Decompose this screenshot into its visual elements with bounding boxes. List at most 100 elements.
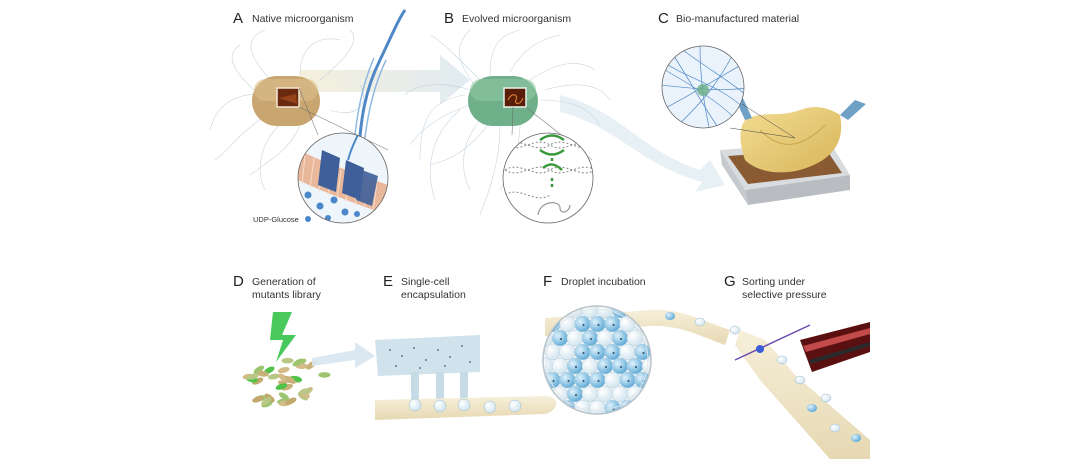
mutant-cell [285, 397, 297, 405]
incubation-droplet [611, 306, 629, 319]
incubation-droplet [626, 357, 644, 375]
cell-suspension-reservoir [375, 335, 480, 404]
incubation-droplet [649, 343, 651, 361]
panel-e-title-line2: encapsulation [401, 289, 466, 301]
arrow-a-to-b [300, 55, 470, 105]
incubation-droplet [574, 315, 591, 333]
incubation-droplet [634, 371, 651, 389]
fiber-network-zoom [662, 46, 744, 128]
incubation-droplet [611, 329, 629, 347]
mutant-cell [318, 372, 331, 378]
incubation-droplet [574, 371, 591, 389]
encapsulated-cell [560, 338, 562, 340]
mutant-cell [256, 370, 269, 377]
incubation-droplet [641, 329, 651, 347]
mutant-cell [252, 377, 264, 385]
incubation-droplet [559, 343, 576, 361]
incubation-droplet [641, 385, 651, 403]
mutant-cell [278, 392, 290, 401]
panel-f: F Droplet incubation [542, 273, 741, 415]
incubation-droplet [619, 343, 636, 361]
incubation-droplet [604, 315, 621, 333]
panel-e-title-line1: Single-cell [401, 276, 449, 288]
mutation-highlight [539, 134, 565, 190]
incubation-droplet [566, 385, 584, 403]
mutant-cell [261, 396, 272, 406]
incubation-droplet [649, 399, 651, 414]
encapsulated-cell [627, 408, 630, 410]
encapsulated-cell [560, 310, 562, 312]
mutant-cell [253, 365, 265, 374]
panel-d: D Generation of mutants library [233, 273, 331, 408]
incubation-droplet [649, 371, 651, 389]
incubation-droplet [604, 371, 621, 389]
mutant-cell [252, 395, 264, 403]
sorting-electrode [800, 322, 870, 372]
mutant-cell [277, 367, 290, 374]
mutant-cell [284, 375, 296, 384]
panel-b-letter: B [444, 10, 454, 27]
incubation-droplet [566, 329, 584, 347]
encapsulated-cell [575, 394, 577, 396]
cellulose-pellicle [740, 107, 842, 173]
incubation-droplet [559, 371, 576, 389]
incubation-droplet [551, 357, 569, 375]
incubation-droplet [604, 343, 621, 361]
udp-glucose-label: UDP-Glucose [253, 215, 299, 224]
panel-e-letter: E [383, 273, 393, 290]
encapsulating-droplets [408, 398, 522, 414]
incubation-droplet [626, 329, 644, 347]
sorted-droplets [776, 355, 861, 442]
panel-g-title-line1: Sorting under [742, 276, 806, 288]
panel-a: A Native microorganism [209, 9, 407, 224]
panel-g-title-line2: selective pressure [742, 289, 827, 301]
encapsulated-cell [582, 380, 585, 382]
encapsulated-cell [597, 352, 600, 354]
mutant-cell [292, 358, 304, 367]
panel-f-letter: F [543, 273, 552, 290]
encapsulated-cell [597, 380, 600, 382]
incubation-droplet [574, 343, 591, 361]
incubation-droplet [596, 385, 614, 403]
panel-d-title-line2: mutants library [252, 289, 322, 301]
arrow-b-to-c [560, 95, 725, 192]
incubation-droplet [619, 371, 636, 389]
incubation-droplet [566, 357, 584, 375]
panel-a-title: Native microorganism [252, 13, 354, 25]
encapsulated-cell [575, 366, 577, 368]
cellulose-synthase-complex [318, 150, 378, 206]
encapsulated-cell [658, 380, 660, 382]
incubation-droplet [589, 315, 606, 333]
encapsulated-cell [590, 338, 592, 340]
mutant-cell [299, 388, 312, 395]
incubation-droplet [581, 357, 599, 375]
membrane-zoom-a [298, 133, 388, 223]
genome-zoom-b [503, 133, 593, 223]
mutant-cell-library [242, 357, 331, 408]
incubation-droplet [611, 357, 629, 375]
arrow-d-to-e [312, 342, 375, 368]
incubation-droplet [611, 385, 629, 403]
panel-d-letter: D [233, 273, 244, 290]
incubation-droplet [596, 357, 614, 375]
encapsulated-cell [582, 324, 585, 326]
encapsulated-cell [582, 352, 585, 354]
encapsulated-cell [620, 338, 622, 340]
panel-a-letter: A [233, 10, 243, 27]
encapsulated-cell [635, 366, 637, 368]
mutant-cell [247, 373, 259, 380]
panel-b-title: Evolved microorganism [462, 13, 571, 25]
panel-d-title-line1: Generation of [252, 276, 316, 288]
encapsulated-cell [567, 380, 570, 382]
panel-b: B Evolved microorganism [404, 10, 611, 224]
panel-c: C Bio-manufactured material [658, 10, 866, 205]
panel-f-title: Droplet incubation [561, 276, 646, 288]
encapsulated-cell [545, 394, 547, 396]
encapsulated-cell [642, 352, 645, 354]
encapsulated-cell [597, 324, 600, 326]
encapsulated-cell [612, 324, 615, 326]
encapsulated-cell [642, 408, 645, 410]
laser-beam [734, 324, 811, 361]
